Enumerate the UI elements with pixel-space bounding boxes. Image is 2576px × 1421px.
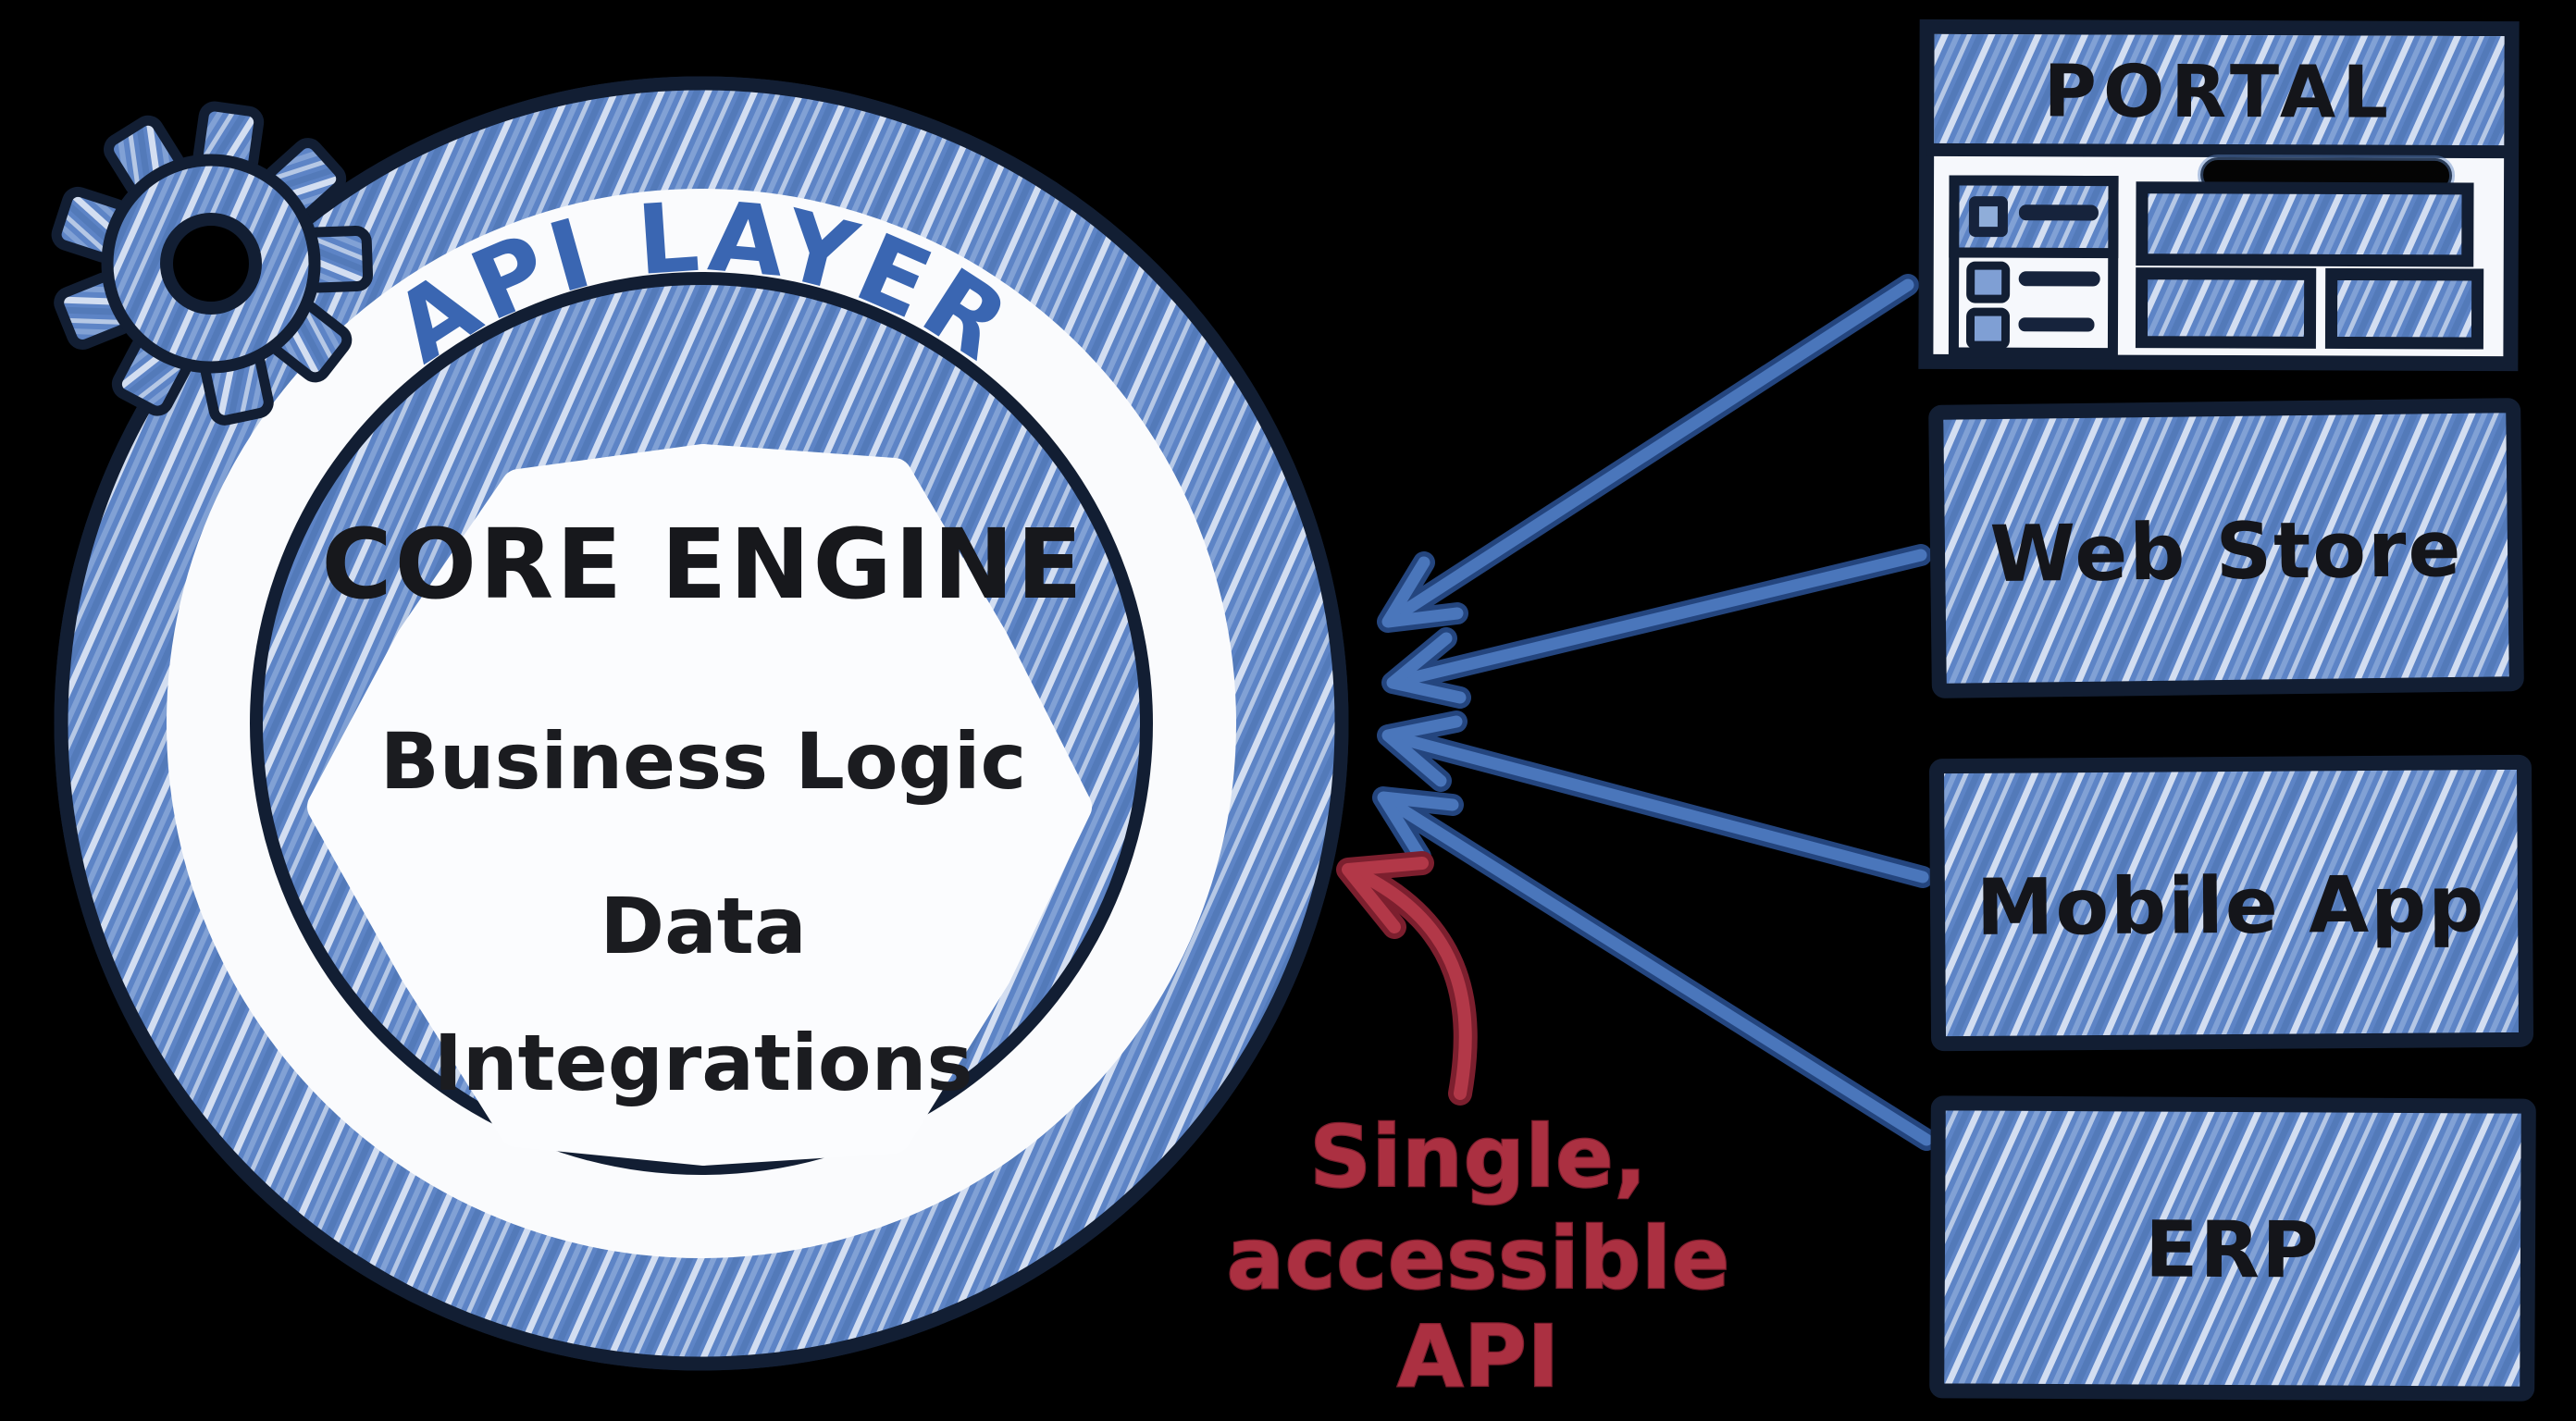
- api-layer-ring: API LAYER CORE ENGINE Business Logic Dat…: [54, 76, 1349, 1371]
- portal-content-block-large: [2136, 181, 2474, 267]
- client-box-erp: ERP: [1929, 1095, 2536, 1402]
- arrow-erp-to-api: [1372, 786, 1938, 1151]
- gear-hole: [160, 213, 262, 315]
- portal-list-bullet: [1966, 261, 2011, 303]
- portal-title-bar: [1934, 33, 2505, 153]
- annotation-line-2: accessible: [1227, 1209, 1730, 1308]
- annotation-label: Single, accessible API: [1226, 1106, 1731, 1408]
- core-item-business-logic: Business Logic: [380, 716, 1027, 807]
- portal-sidebar: [1948, 175, 2119, 359]
- gear-icon: [51, 101, 374, 426]
- arrow-portal-to-api: [1377, 274, 1919, 633]
- arrow-webstore-to-api: [1381, 544, 1932, 709]
- client-box-portal: PORTAL: [1918, 19, 2520, 372]
- erp-label: ERP: [2145, 1205, 2321, 1296]
- client-box-mobile-app: Mobile App: [1929, 754, 2533, 1052]
- portal-content-block-right: [2324, 267, 2484, 350]
- annotation-line-3: API: [1397, 1307, 1560, 1406]
- core-item-integrations: Integrations: [434, 1018, 973, 1108]
- annotation-line-1: Single,: [1309, 1107, 1647, 1206]
- client-box-web-store: Web Store: [1928, 398, 2524, 698]
- core-engine-title: CORE ENGINE: [321, 508, 1084, 621]
- portal-content-block-left: [2135, 267, 2317, 349]
- core-item-data: Data: [600, 881, 806, 971]
- arrow-mobileapp-to-api: [1377, 710, 1934, 888]
- core-white-blob: [307, 444, 1092, 1166]
- web-store-label: Web Store: [1989, 503, 2463, 599]
- mobile-app-label: Mobile App: [1975, 859, 2485, 953]
- ring-scribble-band: [67, 89, 1336, 1358]
- portal-list-bullet: [1965, 307, 2011, 350]
- annotation-arrow: [1336, 851, 1478, 1106]
- portal-label: PORTAL: [2044, 50, 2396, 134]
